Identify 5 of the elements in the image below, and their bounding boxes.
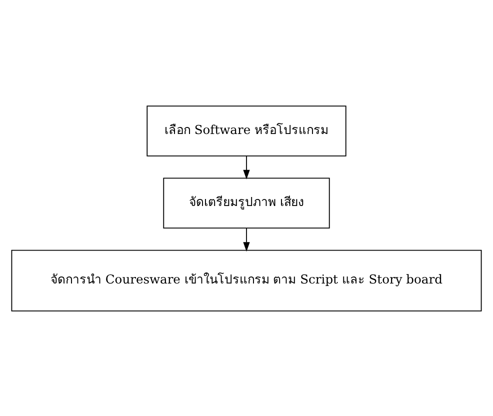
arrow — [243, 155, 250, 179]
node-box: เลือก Software หรือโปรแกรม — [146, 105, 346, 156]
arrow — [243, 227, 250, 252]
node-box: จัดเตรียมรูปภาพ เสียง — [163, 177, 330, 228]
node-box: จัดการนำ Couresware เข้าในโปรแกรม ตาม Script และ Story board — [11, 249, 482, 311]
